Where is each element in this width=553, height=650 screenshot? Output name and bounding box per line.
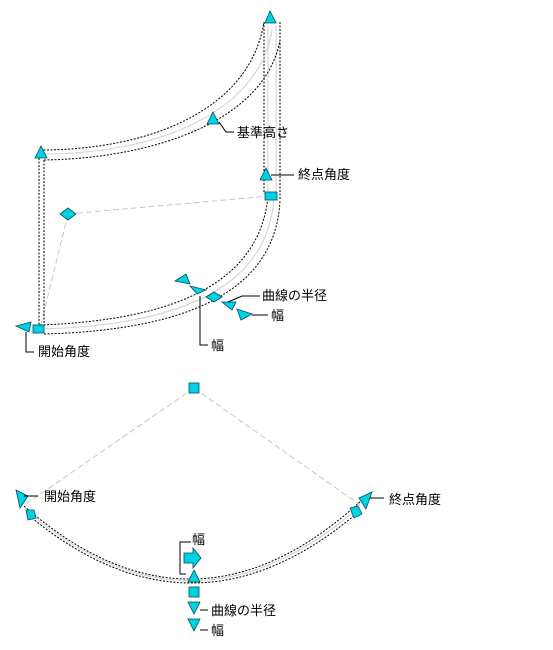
plan-arc-inner [31,513,357,584]
width-lower-leader-top [199,296,208,346]
end-point-square-grip[interactable] [264,191,278,201]
curve-radius-label-top: 曲線の半径 [262,288,327,304]
width-grip-top[interactable] [236,308,253,321]
end-angle-label-top: 終点角度 [298,167,350,183]
width-down-grip-bottom[interactable] [187,618,201,632]
radius-arrow-grip-b[interactable] [188,285,208,295]
curve-mid-diamond-grip[interactable] [205,291,223,303]
top-left-corner-grip[interactable] [34,145,48,159]
width-leader-bottom-upper [179,541,191,575]
curve-radius-grip-top[interactable] [220,301,237,311]
center-to-start-line [39,213,69,329]
curve-radius-grip-bottom[interactable] [187,601,201,615]
end-angle-label-bottom: 終点角度 [389,492,441,508]
wall-top-curve-inner [43,39,281,161]
start-angle-grip-bottom[interactable] [15,489,29,510]
width-arrow-grip-bottom[interactable] [183,546,202,570]
base-height-leader [218,121,234,133]
plan-center-to-start-line [25,387,195,505]
top-height-grip[interactable] [264,10,277,24]
plan-mid-square-grip[interactable] [188,586,200,598]
start-angle-grip-top[interactable] [14,321,32,333]
base-height-grip[interactable] [206,111,220,125]
start-point-square-grip[interactable] [32,324,45,334]
curved-wall-3d-view: 基準高さ 終点角度 曲線の半径 幅 幅 開始角度 [14,10,350,360]
plan-arc-outer [23,499,363,580]
center-to-end-line [67,195,271,215]
width-label-bottom-upper: 幅 [192,533,205,548]
width-lower-label-top: 幅 [211,339,224,354]
end-angle-grip-bottom[interactable] [358,491,373,510]
end-angle-grip-top[interactable] [259,167,273,181]
base-height-label: 基準高さ [237,125,289,141]
curve-radius-leader-top [227,295,260,303]
start-angle-leader-top [25,332,34,353]
radius-arrow-grip-a[interactable] [173,273,191,285]
curved-wall-plan-view: 開始角度 終点角度 幅 曲線の半径 幅 [15,382,441,639]
plan-center-grip[interactable] [188,382,200,394]
width-up-grip-bottom[interactable] [187,569,201,583]
start-angle-label-bottom: 開始角度 [44,489,96,505]
width-label-bottom-lower: 幅 [211,624,224,639]
wall-top-curve-mid [41,29,273,155]
wall-top-curve-outer [39,21,265,151]
width-label-top: 幅 [271,309,284,324]
plan-start-point-grip[interactable] [25,509,37,521]
center-diamond-grip[interactable] [59,207,77,221]
start-angle-label-top: 開始角度 [38,344,90,360]
curve-radius-label-bottom: 曲線の半径 [211,603,276,619]
plan-center-to-end-line [193,387,361,506]
plan-end-point-grip[interactable] [349,505,363,519]
